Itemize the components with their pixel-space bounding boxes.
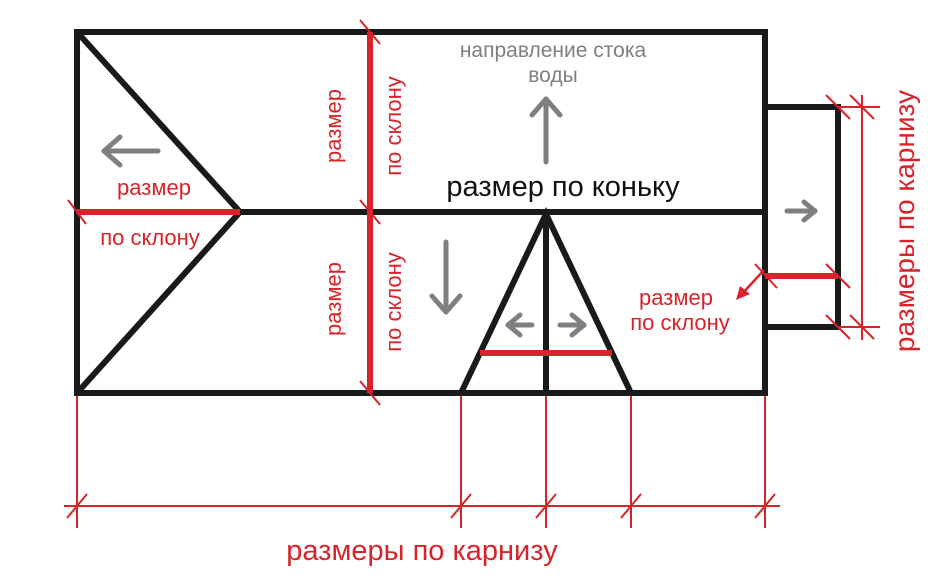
labels: направление стока воды размер по коньку … — [100, 39, 920, 567]
arrow-right-icon — [784, 199, 818, 223]
tick — [450, 493, 472, 519]
tick — [754, 493, 776, 519]
arrow-left-right-icon — [505, 312, 587, 338]
tick — [849, 94, 875, 120]
tick — [66, 493, 88, 519]
tick — [67, 199, 87, 225]
arrow-down-left-icon — [736, 269, 765, 300]
roof-outline — [74, 29, 841, 396]
tick — [620, 493, 642, 519]
slope-label-bottom-line2: по склону — [381, 252, 406, 352]
slope-label-bottom-line1: размер — [321, 262, 346, 336]
arrow-down-icon — [429, 239, 463, 315]
right-eave-dimension — [838, 94, 880, 340]
tick — [825, 263, 851, 289]
slope-label-left-line1: размер — [117, 175, 191, 200]
arrow-left-icon — [101, 134, 161, 168]
tick-marks — [67, 19, 851, 406]
slope-label-left-line2: по склону — [100, 225, 200, 250]
slope-label-right-line1: размер — [639, 285, 713, 310]
slope-label-top-line2: по склону — [381, 76, 406, 176]
tick — [359, 19, 381, 45]
tick — [849, 314, 875, 340]
eave-sizes-bottom-label: размеры по карнизу — [286, 535, 558, 567]
tick — [359, 199, 381, 225]
water-flow-arrows — [101, 96, 818, 338]
slope-label-right-line2: по склону — [630, 310, 730, 335]
ridge-size-label: размер по коньку — [446, 171, 680, 203]
flow-direction-label-line1: направление стока — [460, 39, 647, 62]
right-extension — [765, 104, 841, 330]
bottom-eave-dimension — [64, 396, 780, 528]
tick — [535, 493, 557, 519]
tick — [754, 263, 778, 289]
flow-direction-label-line2: воды — [528, 64, 578, 87]
eave-sizes-right-label: размеры по карнизу — [889, 90, 920, 352]
tick — [359, 380, 381, 406]
arrow-up-icon — [529, 96, 563, 165]
slope-label-top-line1: размер — [321, 89, 346, 163]
